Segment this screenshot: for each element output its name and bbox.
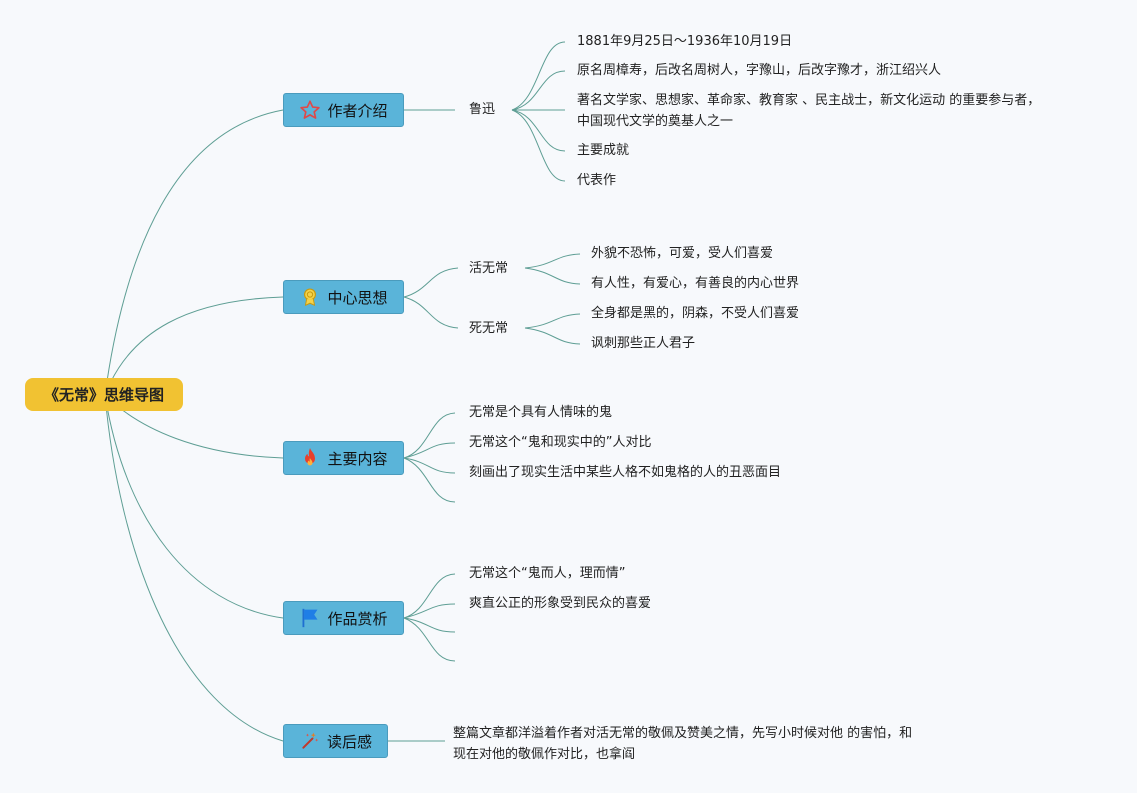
appreciation-item[interactable]: 无常这个“鬼而人，理而情”	[469, 566, 626, 581]
appreciation-item[interactable]: 爽直公正的形象受到民众的喜爱	[469, 596, 652, 611]
flag-icon	[299, 607, 321, 629]
content-item[interactable]: 刻画出了现实生活中某些人格不如鬼格的人的丑恶面目	[469, 465, 782, 480]
root-topic-label: 《无常》思维导图	[43, 386, 164, 404]
reflection-line1: 整篇文章都洋溢着作者对活无常的敬佩及赞美之情，先写小时候对他 的害怕，和	[453, 726, 913, 741]
live-wuchang-item[interactable]: 外貌不恐怖，可爱，受人们喜爱	[591, 246, 774, 261]
award-medal-icon	[299, 286, 321, 308]
reflection-node[interactable]: 整篇文章都洋溢着作者对活无常的敬佩及赞美之情，先写小时候对他 的害怕，和 现在对…	[453, 723, 973, 765]
content-item[interactable]: 无常是个具有人情味的鬼	[469, 405, 613, 420]
author-identity-node[interactable]: 著名文学家、思想家、革命家、教育家 、民主战士，新文化运动 的重要参与者， 中国…	[577, 90, 1097, 132]
live-wuchang-node[interactable]: 活无常	[469, 261, 509, 276]
category-label: 读后感	[326, 732, 372, 751]
magic-wand-icon	[299, 730, 321, 752]
root-topic[interactable]: 《无常》思维导图	[25, 378, 183, 411]
author-name-node[interactable]: 鲁迅	[469, 102, 496, 117]
author-names-node[interactable]: 原名周樟寿，后改名周树人，字豫山，后改字豫才，浙江绍兴人	[577, 63, 942, 78]
author-identity-line2: 中国现代文学的奠基人之一	[577, 114, 734, 129]
category-main-content[interactable]: 主要内容	[283, 441, 404, 475]
author-identity-line1: 著名文学家、思想家、革命家、教育家 、民主战士，新文化运动 的重要参与者，	[577, 93, 1041, 108]
author-works-node[interactable]: 代表作	[577, 173, 617, 188]
category-appreciation[interactable]: 作品赏析	[283, 601, 404, 635]
dead-wuchang-node[interactable]: 死无常	[469, 321, 509, 336]
reflection-line2: 现在对他的敬佩作对比，也拿阎	[453, 747, 636, 762]
dead-wuchang-item[interactable]: 讽刺那些正人君子	[591, 336, 696, 351]
content-item[interactable]: 无常这个“鬼和现实中的”人对比	[469, 435, 652, 450]
category-label: 主要内容	[327, 449, 388, 468]
fire-icon	[299, 447, 321, 469]
category-label: 作者介绍	[327, 101, 388, 120]
star-outline-icon	[299, 99, 321, 121]
live-wuchang-item[interactable]: 有人性，有爱心，有善良的内心世界	[591, 276, 800, 291]
category-author-intro[interactable]: 作者介绍	[283, 93, 404, 127]
category-reflection[interactable]: 读后感	[283, 724, 388, 758]
author-lifespan-node[interactable]: 1881年9月25日～1936年10月19日	[577, 34, 793, 49]
category-label: 中心思想	[327, 288, 388, 307]
author-achievements-node[interactable]: 主要成就	[577, 143, 630, 158]
dead-wuchang-item[interactable]: 全身都是黑的，阴森，不受人们喜爱	[591, 306, 800, 321]
category-label: 作品赏析	[327, 609, 388, 628]
category-central-idea[interactable]: 中心思想	[283, 280, 404, 314]
